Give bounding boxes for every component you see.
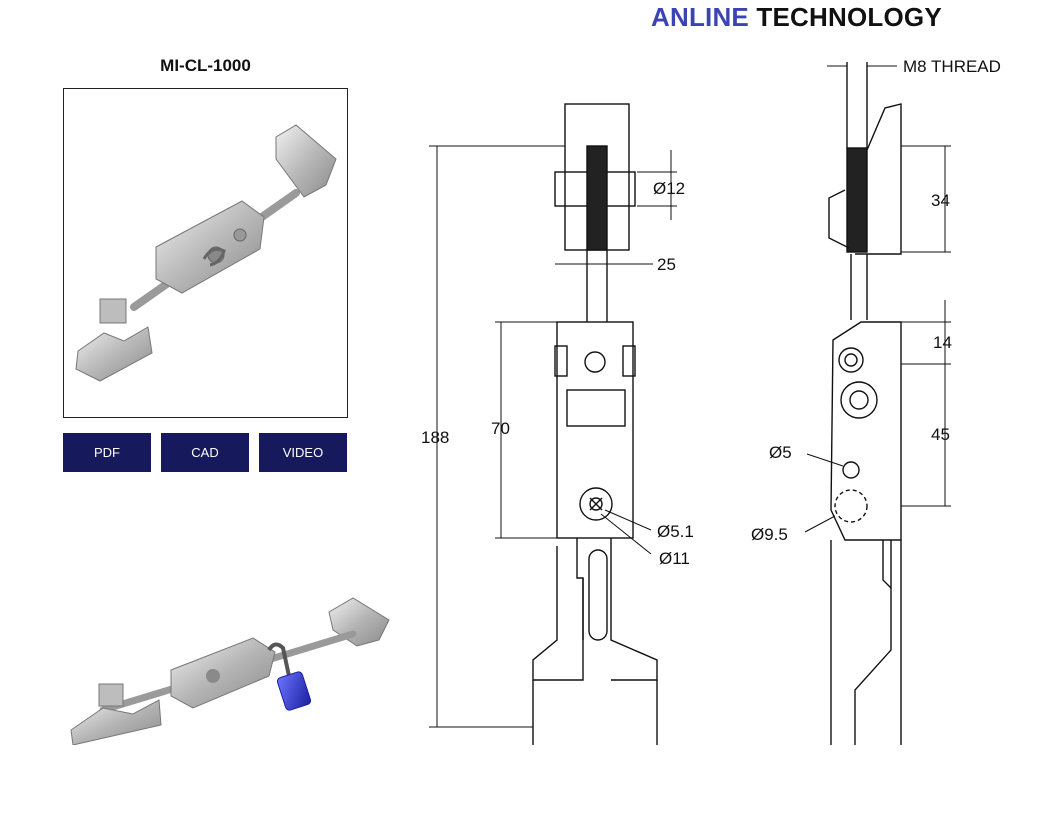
dim-14: 14	[933, 333, 952, 352]
dim-34: 34	[931, 191, 950, 210]
toggle-latch-with-padlock-icon	[70, 597, 390, 746]
dim-188: 188	[421, 428, 449, 447]
product-image[interactable]	[63, 88, 348, 418]
pdf-button[interactable]: PDF	[63, 433, 151, 472]
thread-label: M8 THREAD	[903, 57, 1001, 76]
dim-d5-1: Ø5.1	[657, 522, 694, 541]
product-image-padlock	[63, 590, 393, 746]
dim-25: 25	[657, 255, 676, 274]
dim-d12: Ø12	[653, 179, 685, 198]
technical-drawing: M8 THREAD Ø12 25 188 70 Ø5.1 Ø11 34 14 4…	[421, 57, 1001, 745]
cad-button[interactable]: CAD	[161, 433, 249, 472]
dim-d11: Ø11	[659, 549, 690, 568]
dim-d9-5: Ø9.5	[751, 525, 788, 544]
dim-45: 45	[931, 425, 950, 444]
dim-d5: Ø5	[769, 443, 792, 462]
video-button[interactable]: VIDEO	[259, 433, 347, 472]
dim-70: 70	[491, 419, 510, 438]
brand-title: ANLINE TECHNOLOGY	[651, 2, 942, 33]
product-code: MI-CL-1000	[160, 56, 251, 75]
brand-name-anline: ANLINE	[651, 2, 749, 32]
brand-name-technology: TECHNOLOGY	[756, 2, 942, 32]
toggle-latch-clamp-icon	[75, 124, 337, 382]
